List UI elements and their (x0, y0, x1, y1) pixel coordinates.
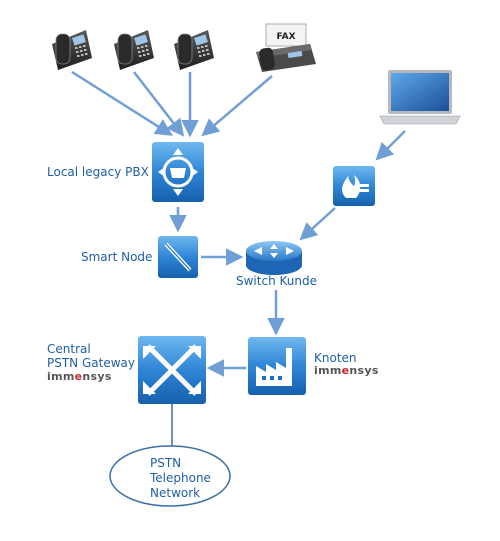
arrow-firewall-switch (299, 207, 336, 241)
pstn-label-line2: Telephone (150, 471, 211, 485)
pstn-label-line1: PSTN (150, 456, 182, 470)
arrow-laptop-firewall (375, 130, 406, 161)
smart-node-label: Smart Node (81, 250, 153, 264)
desk-phone-3 (174, 30, 214, 70)
laptop-icon (379, 70, 461, 125)
gateway-brand-logo: immensys (47, 370, 112, 383)
switch-kunde-icon (246, 241, 302, 275)
fax-machine-icon: FAX (256, 23, 316, 72)
gateway-label-line1: Central (47, 342, 91, 356)
connection-arrows (71, 70, 406, 446)
firewall-icon (333, 166, 375, 206)
pbx-label: Local legacy PBX (47, 165, 149, 179)
fax-label: FAX (276, 32, 295, 42)
knoten-label: Knoten (314, 351, 357, 365)
arrow-phone2-pbx (133, 71, 185, 137)
arrow-phone1-pbx (71, 70, 173, 136)
smart-node-icon (158, 236, 198, 278)
pbx-icon (152, 142, 204, 202)
desk-phone-2 (114, 30, 154, 70)
pstn-network-ellipse (109, 445, 231, 507)
pstn-label-line3: Network (150, 486, 201, 500)
knoten-icon (248, 337, 306, 395)
switch-kunde-label: Switch Kunde (236, 274, 317, 288)
knoten-brand-logo: immensys (314, 364, 379, 377)
desk-phone-1 (52, 30, 92, 70)
gateway-label-line2: PSTN Gateway (47, 356, 135, 370)
pstn-gateway-icon (138, 336, 206, 404)
arrow-fax-pbx (201, 75, 273, 137)
